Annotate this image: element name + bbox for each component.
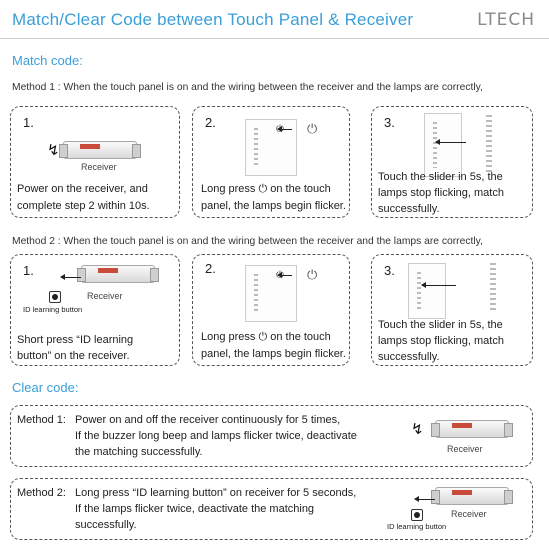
step-text-line3: successfully. bbox=[378, 351, 440, 363]
match-method2-label: Method 2 : When the touch panel is on an… bbox=[12, 236, 483, 247]
id-learning-caption: ID learning button bbox=[387, 522, 447, 531]
clear-method2-card: Method 2: Long press “ID learning button… bbox=[10, 478, 533, 540]
step-text-line2: button” on the receiver. bbox=[17, 350, 130, 362]
clear-m1-line2: If the buzzer long beep and lamps flicke… bbox=[75, 430, 357, 442]
receiver-device bbox=[77, 265, 159, 283]
clear-m2-line2: If the lamps flicker twice, deactivate t… bbox=[75, 503, 315, 515]
match-m1-step3-card: 3. Touch the slider in 5s, the lamps sto… bbox=[371, 106, 533, 218]
clear-method2-label: Method 2: bbox=[17, 487, 66, 499]
id-learning-caption: ID learning button bbox=[23, 305, 83, 314]
receiver-device bbox=[431, 420, 513, 438]
clear-method1-label: Method 1: bbox=[17, 414, 66, 426]
match-m1-step1-card: 1. ↯ Receiver Power on the receiver, and… bbox=[10, 106, 180, 218]
clear-m1-line3: the matching successfully. bbox=[75, 446, 203, 458]
step-number: 2. bbox=[205, 261, 216, 276]
id-learning-button-icon bbox=[411, 509, 423, 521]
step-text-line1: Long press ⏻ on the touch bbox=[201, 331, 331, 343]
clear-m1-line1: Power on and off the receiver continuous… bbox=[75, 414, 341, 426]
arrow-icon bbox=[435, 139, 466, 145]
match-m2-step1-card: 1. Receiver ID learning button Short pre… bbox=[10, 254, 180, 366]
step-text-line1: Touch the slider in 5s, the bbox=[378, 171, 503, 183]
step-text-line1: Long press ⏻ on the touch bbox=[201, 183, 331, 195]
arrow-icon bbox=[421, 282, 456, 288]
match-m2-step2-card: 2. ⏻ ⏻ Long press ⏻ on the touch panel, … bbox=[192, 254, 350, 366]
step-number: 1. bbox=[23, 263, 34, 278]
power-icon: ⏻ bbox=[307, 267, 318, 282]
match-m2-step3-card: 3. Touch the slider in 5s, the lamps sto… bbox=[371, 254, 533, 366]
brand-logo: LTECH bbox=[477, 10, 535, 30]
step-text-line1: Power on the receiver, and bbox=[17, 183, 148, 195]
receiver-caption: Receiver bbox=[447, 444, 483, 454]
slider-strip bbox=[490, 263, 496, 313]
step-text-line2: panel, the lamps begin flicker. bbox=[201, 200, 346, 212]
arrow-icon bbox=[277, 126, 292, 132]
match-code-heading: Match code: bbox=[12, 53, 83, 68]
step-text-line2: complete step 2 within 10s. bbox=[17, 200, 150, 212]
receiver-caption: Receiver bbox=[87, 291, 123, 301]
arrow-icon bbox=[60, 274, 81, 280]
header-divider bbox=[0, 38, 549, 39]
touch-panel: ⏻ bbox=[245, 119, 297, 176]
receiver-caption: Receiver bbox=[451, 509, 487, 519]
step-text-line1: Short press “ID learning bbox=[17, 334, 134, 346]
step-number: 3. bbox=[384, 263, 395, 278]
lightning-bolt-icon: ↯ bbox=[47, 142, 60, 159]
step-number: 1. bbox=[23, 115, 34, 130]
clear-m2-line1: Long press “ID learning button” on recei… bbox=[75, 487, 357, 499]
step-number: 3. bbox=[384, 115, 395, 130]
clear-m2-line3: successfully. bbox=[75, 519, 137, 531]
receiver-device bbox=[431, 487, 513, 505]
step-text-line3: successfully. bbox=[378, 203, 440, 215]
step-number: 2. bbox=[205, 115, 216, 130]
clear-method1-card: Method 1: Power on and off the receiver … bbox=[10, 405, 533, 467]
step-text-line2: panel, the lamps begin flicker. bbox=[201, 348, 346, 360]
id-learning-button-icon bbox=[49, 291, 61, 303]
page-title: Match/Clear Code between Touch Panel & R… bbox=[12, 10, 414, 29]
receiver-caption: Receiver bbox=[81, 162, 117, 172]
slider-strip bbox=[486, 115, 492, 173]
step-text-line2: lamps stop flicking, match bbox=[378, 187, 504, 199]
match-m1-step2-card: 2. ⏻ ⏻ Long press ⏻ on the touch panel, … bbox=[192, 106, 350, 218]
clear-code-heading: Clear code: bbox=[12, 380, 79, 395]
lightning-bolt-icon: ↯ bbox=[411, 421, 424, 438]
touch-panel bbox=[424, 113, 462, 177]
touch-panel bbox=[408, 263, 446, 319]
power-icon: ⏻ bbox=[307, 121, 318, 136]
match-method1-label: Method 1 : When the touch panel is on an… bbox=[12, 82, 483, 93]
arrow-icon bbox=[277, 272, 292, 278]
receiver-device bbox=[59, 141, 141, 159]
touch-panel: ⏻ bbox=[245, 265, 297, 322]
step-text-line2: lamps stop flicking, match bbox=[378, 335, 504, 347]
step-text-line1: Touch the slider in 5s, the bbox=[378, 319, 503, 331]
arrow-icon bbox=[414, 496, 435, 502]
